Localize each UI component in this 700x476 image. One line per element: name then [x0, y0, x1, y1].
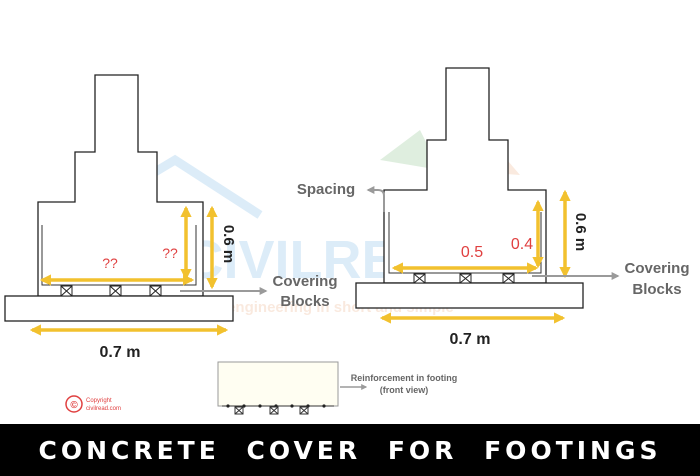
right-height-value: 0.4: [511, 236, 533, 253]
copyright-line1: Copyright: [86, 398, 112, 404]
covering-block-icon: [299, 406, 309, 415]
left-covering-label-line1: Covering: [272, 273, 337, 290]
right-spacing-label: Spacing: [297, 181, 355, 198]
reinforcement-blocks: [234, 406, 309, 415]
reinforcement-front-view: Reinforcement in footing (front view): [217, 361, 458, 415]
left-covering-label-line2: Blocks: [280, 293, 329, 310]
title-bar: CONCRETE COVER FOR FOOTINGS: [0, 424, 700, 476]
covering-block-icon: [149, 285, 162, 297]
covering-block-icon: [60, 285, 73, 297]
covering-block-icon: [459, 273, 472, 284]
right-footing: 0.5 0.4 Spacing 0.6 m 0.7 m Covering Blo…: [297, 67, 690, 348]
copyright-badge: © Copyright civilread.com: [65, 395, 121, 413]
copyright-line2: civilread.com: [86, 406, 121, 412]
right-width-label: 0.7 m: [450, 331, 491, 348]
left-unknown-width: ??: [102, 255, 118, 271]
left-unknown-height: ??: [162, 245, 178, 261]
right-covering-label-line1: Covering: [624, 260, 689, 277]
covering-block-icon: [413, 273, 426, 284]
copyright-symbol-icon: ©: [70, 400, 78, 411]
left-footing: ?? ?? 0.6 m 0.7 m Covering Blocks: [4, 74, 338, 361]
right-spacing-arrow: [366, 186, 385, 212]
left-covering-blocks: [60, 285, 162, 297]
covering-block-icon: [234, 406, 244, 415]
reinforcement-box: [217, 361, 339, 407]
page-title: CONCRETE COVER FOR FOOTINGS: [38, 435, 662, 465]
footing-diagram: CIVILREAD Learn Civil engineering in sho…: [4, 67, 690, 415]
left-height-label: 0.6 m: [220, 225, 237, 263]
watermark-pencil-icon: [380, 130, 440, 170]
left-width-label: 0.7 m: [100, 344, 141, 361]
right-height-label: 0.6 m: [572, 213, 589, 251]
right-covering-label-line2: Blocks: [632, 281, 681, 298]
right-covering-blocks: [413, 273, 515, 284]
left-base-slab: [4, 295, 234, 322]
copyright-icon: [65, 395, 83, 413]
right-width-value: 0.5: [461, 244, 483, 261]
right-base-slab: [355, 282, 584, 309]
covering-block-icon: [269, 406, 279, 415]
covering-block-icon: [109, 285, 122, 297]
covering-block-icon: [502, 273, 515, 284]
reinforcement-label-line1: Reinforcement in footing: [351, 373, 458, 383]
left-column-outline: [37, 74, 204, 297]
reinforcement-label-line2: (front view): [380, 385, 429, 395]
